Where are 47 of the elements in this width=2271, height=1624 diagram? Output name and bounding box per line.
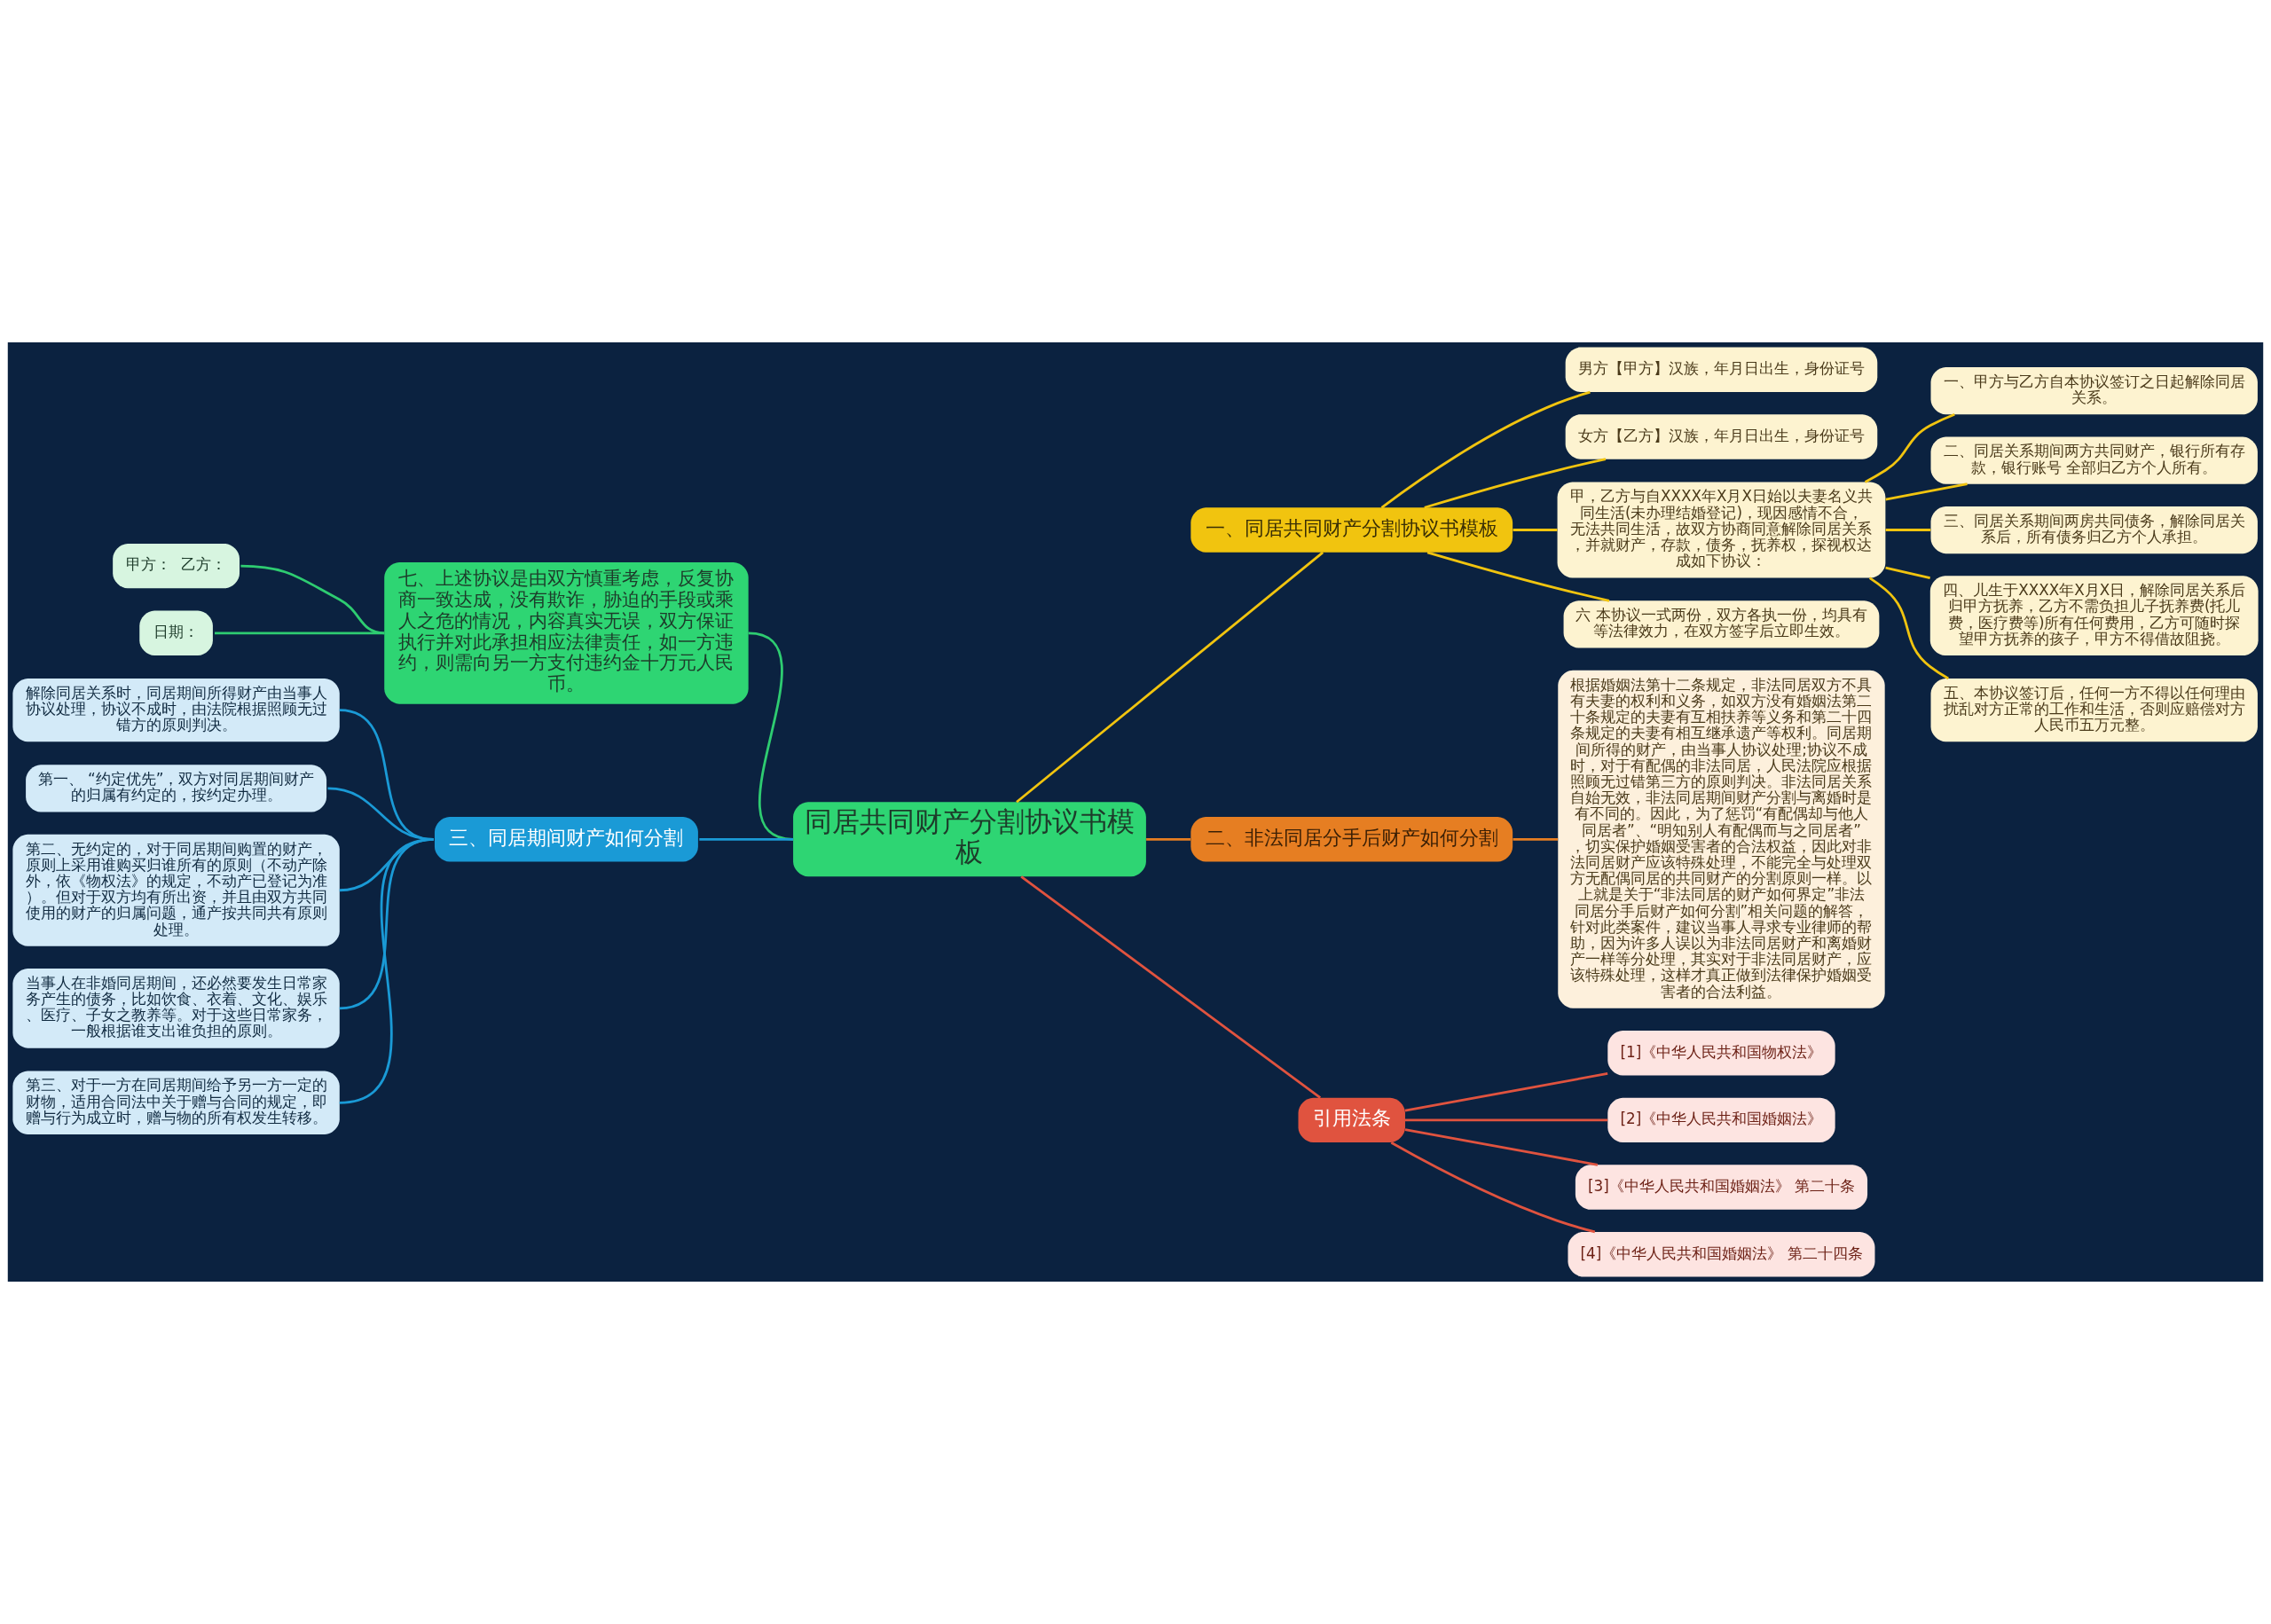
connector (1513, 529, 1558, 531)
node-box: 解除同居关系时，同居期间所得财产由当事人协议处理，协议不成时，由法院根据照顾无过错方的原则判决。 (12, 678, 340, 742)
connector (1020, 875, 1322, 1099)
node-box: 当事人在非婚同居期间，还必然要发生日常家务产生的债务，比如饮食、衣着、文化、娱乐、医疗、子女之教养等。对于这些日常家务，一般根据谁支出谁负担的原则。 (12, 969, 340, 1048)
connector (1864, 412, 1955, 483)
node-box: 根据婚姻法第十二条规定，非法同居双方不具有夫妻的权利和义务，如双方没有婚姻法第二十条规定的夫妻有互相扶养等义务和第二十四条规定的夫妻有相互继承遗产等权利。同居期间所得的财产，由当事人协议处理;协议不成时，对于有配偶的非法同居，人民法院应根据照顾无过错第三方的原则判决。非法同居关系自始无效，非法同居期间财产分割与离婚时是有不同的。因此，为了惩罚“有配偶却与他人同居者”、“明知别人有配偶而与之同居者”，切实保护婚姻受害者的合法权益，因此对非法同居财产应该特殊处理，不能完全与处理双方无配偶同居的共同财产的分割原则一样。以上就是关于“非法同居的财产如何界定”非法同居分手后财产如何分割”相关问题的解答，针对此类案件，建议当事人寻求专业律师的帮助，因为许多人误以为非法同居财产和离婚财产一样等分处理，其实对于非法同居财产，应该特殊处理，这样才真正做到法律保护婚姻受害者的合法利益。 (1558, 670, 1885, 1008)
connector (1868, 577, 1949, 680)
connector (1404, 1072, 1608, 1112)
node-box: 甲方： 乙方： (113, 543, 240, 589)
node-box: [2]《中华人民共和国婚姻法》 (1607, 1097, 1835, 1143)
node-box: 同居共同财产分割协议书模板 (793, 802, 1146, 877)
node-box: 引用法条 (1298, 1097, 1405, 1143)
node-box: [4]《中华人民共和国婚姻法》 第二十四条 (1568, 1231, 1875, 1277)
node-box: [3]《中华人民共和国婚姻法》 第二十条 (1575, 1165, 1868, 1210)
node-box: 第三、对于一方在同居期间给予另一方一定的财物，适用合同法中关于赠与合同的规定，即赠与行为成立时，赠与物的所有权发生转移。 (12, 1071, 340, 1134)
connector (1426, 551, 1610, 602)
connector (1380, 390, 1591, 509)
connector (1404, 1128, 1599, 1166)
connector (1885, 566, 1930, 579)
connector (1513, 837, 1559, 841)
node-box: 三、同居关系期间两房共同债务，解除同居关系后，所有债务归乙方个人承担。 (1930, 506, 2258, 554)
node-box: 一、甲方与乙方自本协议签订之日起解除同居关系。 (1930, 367, 2258, 415)
connector (1390, 1142, 1596, 1234)
connector (699, 837, 794, 841)
connector (1424, 458, 1607, 509)
connector (1405, 1118, 1608, 1122)
connector (1885, 529, 1931, 531)
connector (1016, 551, 1324, 804)
connector (1146, 837, 1191, 841)
node-box: 三、同居期间财产如何分割 (434, 817, 698, 862)
node-box: 男方【甲方】汉族，年月日出生，身份证号 (1565, 347, 1878, 393)
connector (215, 632, 385, 635)
node-box: [1]《中华人民共和国物权法》 (1607, 1031, 1835, 1076)
node-box: 七、上述协议是由双方慎重考虑，反复协商一致达成，没有欺诈，胁迫的手段或乘人之危的情况，内容真实无误，双方保证执行并对此承担相应法律责任，如一方违约，则需向另一方支付违约金十万元人民币。 (384, 561, 749, 704)
node-box: 五、本协议签订后，任何一方不得以任何理由扰乱对方正常的工作和生活，否则应赔偿对方人民币五万元整。 (1930, 678, 2258, 742)
node-box: 二、非法同居分手后财产如何分割 (1191, 817, 1513, 862)
connector (339, 837, 434, 1104)
node-box: 一、同居共同财产分割协议书模板 (1191, 507, 1513, 553)
node-box: 第二、无约定的，对于同居期间购置的财产，原则上采用谁购买归谁所有的原则（不动产除外，依《物权法》的规定，不动产已登记为准）。但对于双方均有所出资，并且由双方共同使用的财产的归属问题，通产按共同共有原则处理。 (12, 834, 340, 946)
node-box: 甲，乙方与自XXXX年X月X日始以夫妻名义共同生活(未办理结婚登记)，现因感情不合，无法共同生活，故双方协商同意解除同居关系，并就财产，存款，债务，抚养权，探视权达成如下协议： (1557, 482, 1886, 578)
node-box: 女方【乙方】汉族，年月日出生，身份证号 (1565, 414, 1878, 459)
connector (1885, 482, 1968, 501)
node-box: 日期： (139, 610, 213, 655)
node-box: 六 本协议一式两份，双方各执一份，均具有等法律效力，在双方签字后立即生效。 (1563, 600, 1880, 648)
node-box: 第一、 “约定优先”，双方对同居期间财产的归属有约定的，按约定办理。 (26, 765, 327, 812)
node-box: 二、同居关系期间两方共同财产，银行所有存款，银行账号 全部归乙方个人所有。 (1930, 436, 2258, 484)
node-box: 四、儿生于XXXX年X月X日，解除同居关系后归甲方抚养，乙方不需负担儿子抚养费(托儿费，医疗费等)所有任何费用，乙方可随时探望甲方抚养的孩子，甲方不得借故阻挠。 (1929, 576, 2259, 655)
